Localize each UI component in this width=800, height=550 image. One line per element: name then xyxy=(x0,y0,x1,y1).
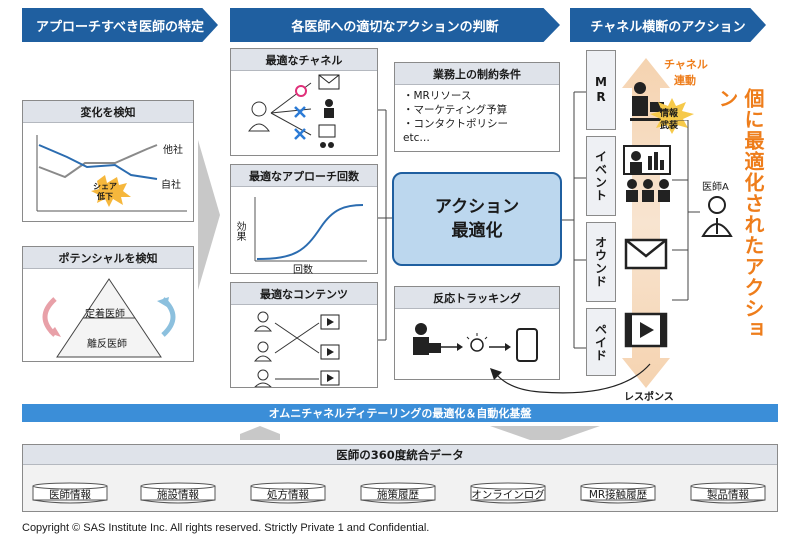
optimal-content-title: 最適なコンテンツ xyxy=(231,283,377,305)
channel-tab-event: イベント xyxy=(586,136,616,216)
detect-change-panel: 変化を検知 他社 自社 シェア 低下 xyxy=(22,100,194,222)
mr-presenter-icon xyxy=(630,82,666,121)
action-optimization-line1: アクション xyxy=(434,197,520,217)
exchange-arrows xyxy=(160,426,600,440)
tracking-panel: 反応トラッキング xyxy=(394,286,560,380)
flow-arrow-left xyxy=(198,140,220,290)
share-trend-chart xyxy=(36,135,187,212)
detect-potential-panel: ポテンシャルを検知 定着医師 離反医師 xyxy=(22,246,194,362)
channel-tab-label: オウンド xyxy=(593,236,608,288)
pyramid-diagram xyxy=(42,278,176,358)
data-source-label: 処方情報 xyxy=(267,489,309,501)
channel-tab-mr: MR xyxy=(586,50,616,130)
personalized-action-label: 個に最適化されたアクション xyxy=(715,88,765,340)
effect-axis-label: 効果 xyxy=(234,221,245,241)
data360-title: 医師の360度統合データ xyxy=(336,447,464,462)
channel-tab-owned: オウンド xyxy=(586,222,616,302)
data-source-item: 施策履歴 xyxy=(360,482,436,504)
channel-tab-paid: ペイド xyxy=(586,308,616,376)
retained-doctors-label: 定着医師 xyxy=(85,309,125,320)
constraint-item: ・MRリソース xyxy=(403,90,472,102)
tracking-title: 反応トラッキング xyxy=(395,287,559,309)
channel-selection-graphic xyxy=(248,74,340,148)
action-optimization-line2: 最適化 xyxy=(451,221,503,241)
header-identify-label: アプローチすべき医師の特定 xyxy=(35,19,205,35)
info-burst-line1: 情報 xyxy=(660,109,679,119)
effect-curve-chart xyxy=(254,197,367,262)
data-source-item: 製品情報 xyxy=(690,482,766,504)
copyright-text: Copyright © SAS Institute Inc. All right… xyxy=(22,522,430,534)
doctor-a-label: 医師A xyxy=(702,182,729,193)
platform-bar: オムニチャネルディテーリングの最適化＆自動化基盤 xyxy=(22,404,778,422)
connectors-left xyxy=(378,109,394,341)
content-matching-graphic xyxy=(253,311,340,387)
channel-link-label-1: チャネル xyxy=(664,58,708,71)
optimal-channel-title: 最適なチャネル xyxy=(231,49,377,71)
data-source-label: オンラインログ xyxy=(471,489,545,501)
data-source-label: 施策履歴 xyxy=(377,489,419,501)
header-cross-channel-label: チャネル横断のアクション xyxy=(590,19,746,35)
channel-tab-label: イベント xyxy=(593,150,608,202)
connectors-right xyxy=(562,91,586,349)
connectors-doctor xyxy=(672,120,700,301)
other-company-label: 他社 xyxy=(163,145,183,156)
platform-bar-label: オムニチャネルディテーリングの最適化＆自動化基盤 xyxy=(268,407,532,420)
constraints-list: ・MRリソース ・マーケティング予算 ・コンタクトポリシー etc… xyxy=(403,89,508,145)
optimal-channel-panel: 最適なチャネル xyxy=(230,48,378,156)
action-optimization-box: アクション 最適化 xyxy=(392,172,562,266)
share-drop-burst-2: 低下 xyxy=(97,192,113,201)
doctor-a-icon xyxy=(701,196,733,237)
info-burst-icon xyxy=(650,98,694,134)
data-source-item: 施設情報 xyxy=(140,482,216,504)
response-arrow xyxy=(490,363,651,394)
header-judge-label: 各医師への適切なアクションの判断 xyxy=(291,19,499,35)
lapsed-doctors-label: 離反医師 xyxy=(87,339,127,350)
detect-change-title: 変化を検知 xyxy=(23,101,193,123)
own-company-label: 自社 xyxy=(161,180,181,191)
data-source-item: 医師情報 xyxy=(32,482,108,504)
response-label: レスポンス xyxy=(624,392,674,403)
share-drop-burst-1: シェア xyxy=(93,182,117,191)
constraints-title: 業務上の制約条件 xyxy=(395,63,559,85)
data-source-label: 施設情報 xyxy=(157,489,199,501)
constraint-item: ・マーケティング予算 xyxy=(403,104,508,116)
data-source-label: MR接触履歴 xyxy=(588,489,648,501)
data-source-item: MR接触履歴 xyxy=(580,482,656,504)
optimal-content-panel: 最適なコンテンツ xyxy=(230,282,378,388)
channel-tab-label: MR xyxy=(594,75,608,105)
count-axis-label: 回数 xyxy=(293,265,313,276)
header-judge-action: 各医師への適切なアクションの判断 xyxy=(230,8,560,42)
info-burst-line2: 武装 xyxy=(660,121,679,131)
channel-tab-label: ペイド xyxy=(593,322,608,362)
data-source-item: 処方情報 xyxy=(250,482,326,504)
constraints-panel: 業務上の制約条件 ・MRリソース ・マーケティング予算 ・コンタクトポリシー e… xyxy=(394,62,560,152)
constraint-item: ・コンタクトポリシー xyxy=(403,118,508,130)
optimal-count-title: 最適なアプローチ回数 xyxy=(231,165,377,187)
data-source-item: オンラインログ xyxy=(470,482,546,504)
channel-link-label-2: 連動 xyxy=(674,74,696,87)
detect-potential-title: ポテンシャルを検知 xyxy=(23,247,193,269)
paid-video-icon xyxy=(624,312,668,348)
data360-panel: 医師の360度統合データ xyxy=(22,444,778,512)
header-identify-doctors: アプローチすべき医師の特定 xyxy=(22,8,218,42)
event-seminar-icon xyxy=(623,145,671,202)
owned-mail-icon xyxy=(624,238,668,270)
tracking-flow-graphic xyxy=(413,323,538,362)
data-source-label: 医師情報 xyxy=(49,489,91,501)
optimal-count-panel: 最適なアプローチ回数 効果 回数 xyxy=(230,164,378,276)
header-cross-channel: チャネル横断のアクション xyxy=(570,8,766,42)
data-source-label: 製品情報 xyxy=(707,489,749,501)
constraint-item: etc… xyxy=(403,132,430,144)
data360-title-bar: 医師の360度統合データ xyxy=(23,445,777,465)
channel-link-arrow xyxy=(622,58,670,388)
